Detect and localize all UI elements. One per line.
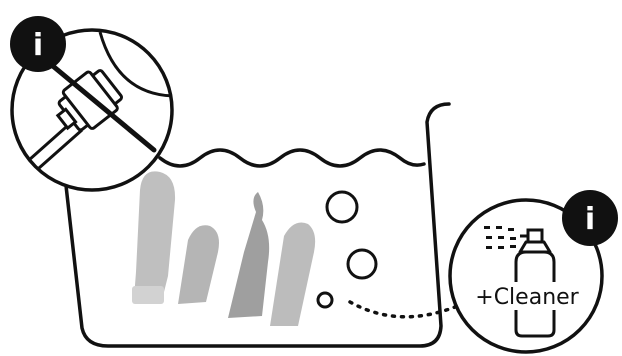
bubble-medium [348, 250, 376, 278]
bubble-large [327, 192, 357, 222]
info-badge-letter-left: i [33, 28, 43, 63]
info-icon[interactable]: i [10, 16, 66, 72]
info-badge-letter-right: i [585, 202, 595, 237]
cleaner-callout: +Cleaner i [450, 190, 618, 352]
device-wand [134, 171, 175, 300]
cleaner-label: +Cleaner [475, 285, 579, 310]
dotted-connector [350, 302, 460, 317]
devices-in-water [132, 171, 315, 326]
device-bullet [178, 225, 219, 304]
device-straight [270, 223, 315, 327]
device-wand-base [132, 286, 164, 304]
cable-zoom-callout: i [10, 16, 176, 190]
bubbles [318, 192, 376, 307]
bubble-small [318, 293, 332, 307]
device-rabbit [228, 192, 269, 318]
info-icon[interactable]: i [562, 190, 618, 246]
water-wave [160, 150, 424, 166]
